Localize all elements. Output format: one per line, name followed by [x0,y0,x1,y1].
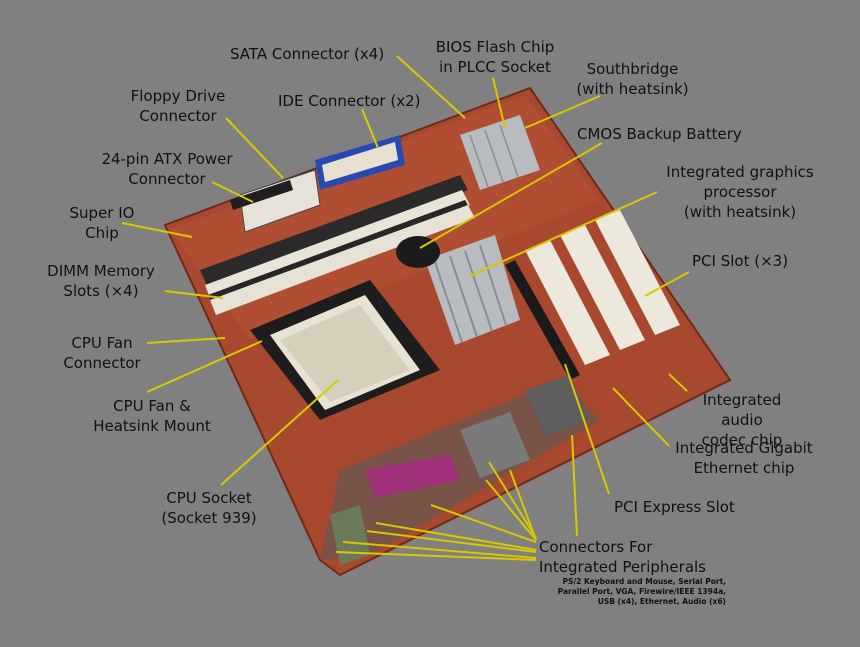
label-peripherals-note: PS/2 Keyboard and Mouse, Serial Port, Pa… [557,577,726,606]
leader-lines [121,55,690,561]
pci-slots [525,210,680,365]
southbridge-heatsink [460,115,540,190]
label-cpu-fan-connector: CPU Fan Connector [63,334,141,372]
igp-heatsink [425,235,520,345]
label-southbridge: Southbridge (with heatsink) [576,60,689,98]
pcie-slot [505,260,580,380]
label-cmos-battery: CMOS Backup Battery [577,125,742,143]
label-cpu-socket: CPU Socket (Socket 939) [161,489,257,527]
label-pci-slot: PCI Slot (×3) [692,252,789,270]
label-audio-codec-chip: Integrated audio codec chip [701,391,783,449]
label-atx-power-connector: 24-pin ATX Power Connector [101,150,233,188]
cmos-battery [396,236,440,268]
label-cpu-heatsink-mount: CPU Fan & Heatsink Mount [93,397,211,435]
motherboard-photo [163,86,732,577]
label-super-io-chip: Super IO Chip [69,204,135,242]
label-dimm-slots: DIMM Memory Slots (×4) [47,262,155,300]
parallel-port [365,455,460,498]
label-floppy-drive-connector: Floppy Drive Connector [130,87,226,125]
label-gigabit-ethernet-chip: Integrated Gigabit Ethernet chip [675,439,813,477]
label-pci-express-slot: PCI Express Slot [614,498,735,516]
label-ide-connector: IDE Connector (x2) [278,92,421,110]
floppy-connector [230,180,293,210]
dimm-slots [200,175,475,315]
label-integrated-graphics: Integrated graphics processor (with heat… [666,163,814,221]
atx-power-connector [239,169,321,233]
cpu-socket [250,280,440,420]
label-sata-connector: SATA Connector (x4) [230,45,385,63]
ps2-ports [330,505,370,565]
ide-connectors [315,135,405,190]
label-bios-flash-chip: BIOS Flash Chip in PLCC Socket [435,38,555,76]
usb-ethernet-stack [460,412,530,478]
io-panel [320,380,600,560]
label-connectors-integrated-peripherals: Connectors For Integrated Peripherals [539,538,706,576]
